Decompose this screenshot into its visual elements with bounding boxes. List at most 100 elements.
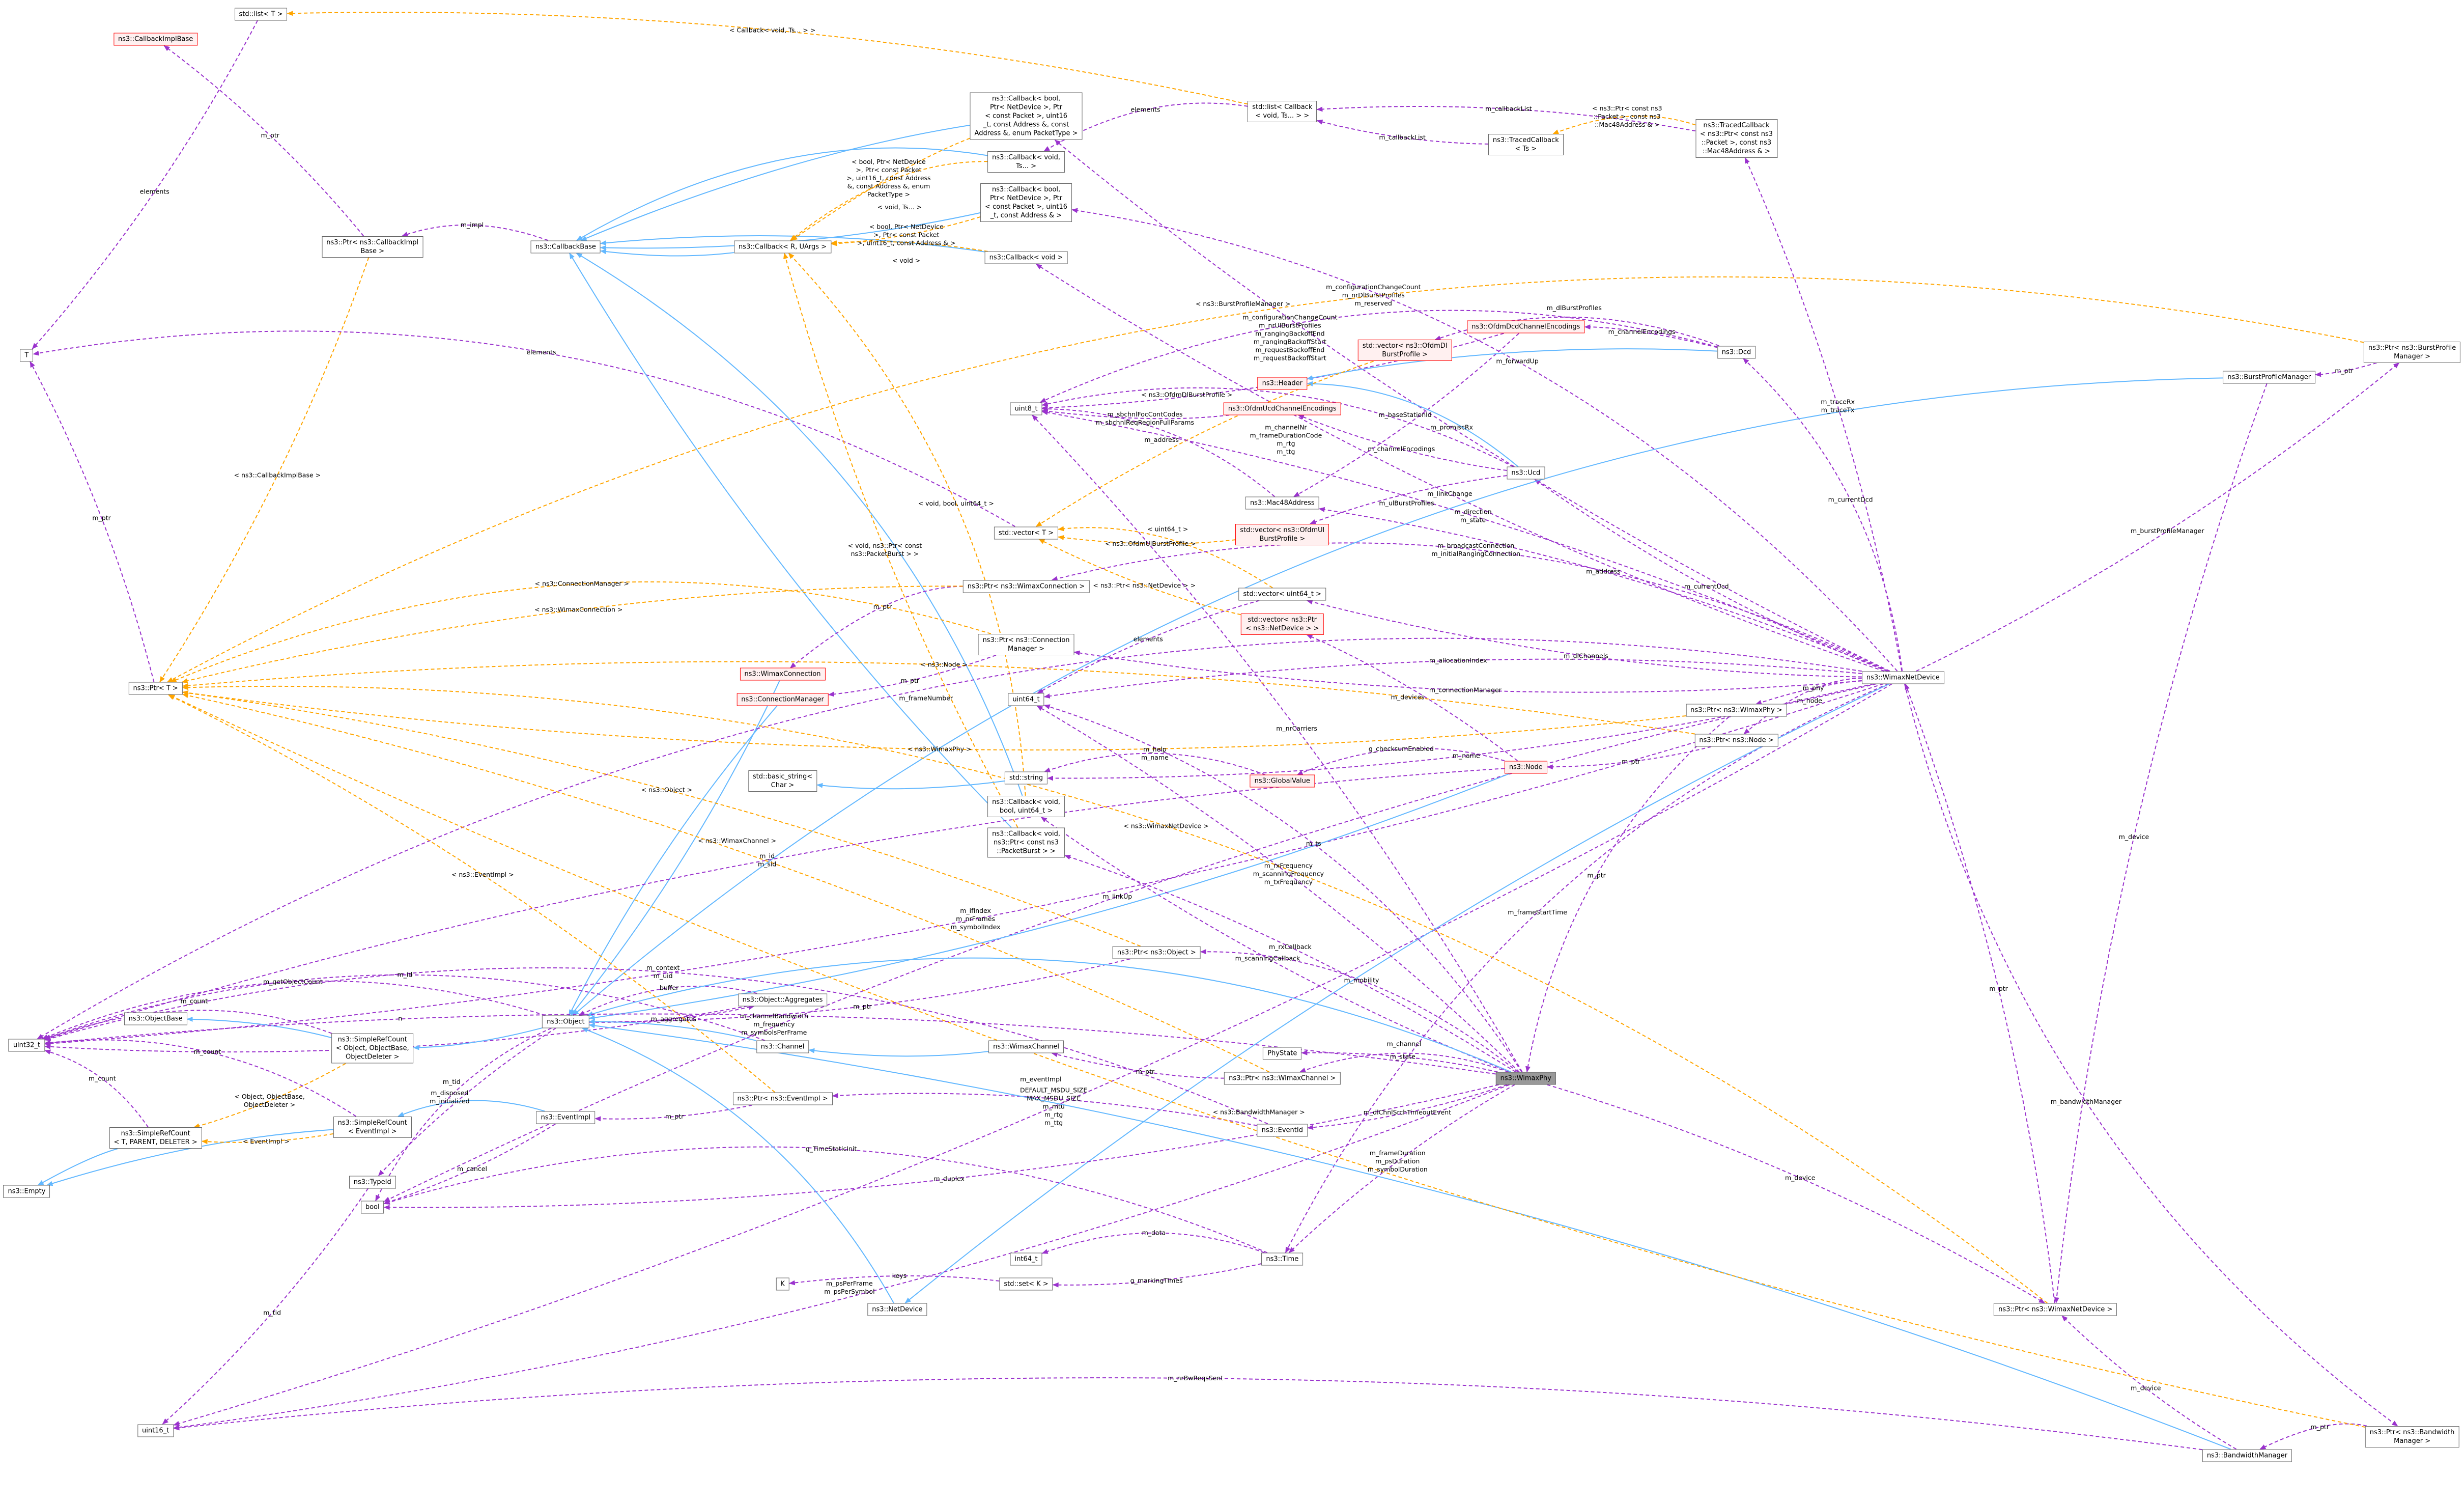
class-node-ptr-bwm[interactable]: ns3::Ptr< ns3::Bandwidth Manager >	[2365, 1426, 2459, 1447]
class-node-vec-ul[interactable]: std::vector< ns3::OfdmUl BurstProfile >	[1235, 523, 1329, 545]
edge-member-wnd-to-uint64	[1043, 658, 1862, 699]
class-node-set-K[interactable]: std::set< K >	[999, 1277, 1053, 1291]
edge-member-wphy-to-uint64	[1043, 704, 1522, 1072]
class-node-cb-void[interactable]: ns3::Callback< void >	[984, 251, 1068, 264]
edge-member-ucd_enc-to-uint8	[1041, 408, 1230, 420]
class-node-wphy[interactable]: ns3::WimaxPhy	[1495, 1072, 1556, 1085]
edge-member-ptr_cbimpl-to-cb_impl_base	[163, 45, 364, 237]
class-node-src-obj[interactable]: ns3::SimpleRefCount < Object, ObjectBase…	[331, 1033, 414, 1064]
class-node-ptr-wch[interactable]: ns3::Ptr< ns3::WimaxChannel >	[1224, 1072, 1341, 1085]
edge-member-wphy-to-phystate	[1301, 1050, 1498, 1073]
class-node-src-ev[interactable]: ns3::SimpleRefCount < EventImpl >	[333, 1116, 412, 1138]
class-node-vec-dl[interactable]: std::vector< ns3::OfdmDl BurstProfile >	[1357, 340, 1452, 361]
edge-template-src_obj-to-src_tpd	[193, 1063, 346, 1129]
class-node-netdev[interactable]: ns3::NetDevice	[867, 1303, 927, 1316]
edge-member-evimpl-to-bool	[383, 1123, 556, 1205]
class-node-header[interactable]: ns3::Header	[1257, 377, 1307, 390]
class-node-wconn[interactable]: ns3::WimaxConnection	[740, 667, 826, 681]
class-node-cb-R[interactable]: ns3::Callback< R, UArgs >	[733, 240, 832, 254]
class-node-mac48[interactable]: ns3::Mac48Address	[1245, 496, 1319, 510]
edge-template-cb_promisc-to-cb_R	[791, 137, 970, 241]
class-node-dcd-enc[interactable]: ns3::OfdmDcdChannelEncodings	[1467, 320, 1585, 333]
edge-member-object-to-bool	[375, 1027, 552, 1202]
class-node-objbase[interactable]: ns3::ObjectBase	[124, 1012, 187, 1025]
class-node-node[interactable]: ns3::Node	[1504, 761, 1547, 774]
class-node-cb-scan[interactable]: ns3::Callback< void, bool, uint64_t >	[987, 795, 1065, 817]
class-node-ucd-enc[interactable]: ns3::OfdmUcdChannelEncodings	[1223, 402, 1341, 415]
class-node-uint16[interactable]: uint16_t	[137, 1424, 174, 1437]
class-node-dcd[interactable]: ns3::Dcd	[1717, 346, 1756, 359]
edge-template-ptr_cbimpl-to-ptr_T	[159, 257, 370, 683]
edge-member-list_cb-to-cb_voidTs	[1043, 102, 1248, 152]
class-node-vec-u64[interactable]: std::vector< uint64_t >	[1238, 588, 1326, 601]
class-node-traced-Ts[interactable]: ns3::TracedCallback < Ts >	[1488, 134, 1564, 156]
class-node-ptr-cm[interactable]: ns3::Ptr< ns3::Connection Manager >	[978, 633, 1074, 655]
edge-member-dcd-to-uint8	[1039, 310, 1718, 403]
edge-inherit-wchannel-to-channel	[808, 1048, 989, 1057]
class-node-bool[interactable]: bool	[360, 1201, 384, 1214]
edge-member-ptr_bwm-to-bwm	[2259, 1423, 2367, 1450]
edge-member-evid-to-uint32	[44, 967, 1268, 1125]
class-node-ptr-wconn[interactable]: ns3::Ptr< ns3::WimaxConnection >	[962, 580, 1090, 593]
class-node-uint32[interactable]: uint32_t	[8, 1039, 45, 1052]
edge-inherit-wnd-to-netdev	[904, 683, 1890, 1304]
class-node-empty[interactable]: ns3::Empty	[3, 1185, 50, 1198]
edge-member-wnd-to-dcd	[1743, 358, 1903, 672]
class-node-K[interactable]: K	[776, 1277, 789, 1291]
edge-member-set_K-to-K	[788, 1275, 1000, 1286]
class-node-cb-impl-base[interactable]: ns3::CallbackImplBase	[114, 33, 198, 46]
class-node-cb-voidTs[interactable]: ns3::Callback< void, Ts... >	[987, 151, 1065, 173]
edge-member-dcd-to-dcd_enc	[1584, 324, 1718, 348]
class-node-uint64[interactable]: uint64_t	[1008, 693, 1044, 706]
class-node-cb-fwd[interactable]: ns3::Callback< bool, Ptr< NetDevice >, P…	[980, 183, 1072, 222]
class-node-bpm[interactable]: ns3::BurstProfileManager	[2223, 371, 2316, 384]
class-node-wnd[interactable]: ns3::WimaxNetDevice	[1861, 671, 1944, 684]
class-node-list-cb[interactable]: std::list< Callback < void, Ts... > >	[1248, 101, 1317, 123]
class-node-list-T[interactable]: std::list< T >	[234, 8, 288, 21]
edge-inherit-evimpl-to-src_ev	[398, 1100, 545, 1117]
class-node-bwm[interactable]: ns3::BandwidthManager	[2202, 1449, 2292, 1462]
class-node-channel[interactable]: ns3::Channel	[756, 1040, 809, 1053]
class-node-cbbase[interactable]: ns3::CallbackBase	[531, 240, 601, 254]
class-node-aggr[interactable]: ns3::Object::Aggregates	[738, 993, 828, 1007]
edge-member-list_T-to-T	[32, 20, 258, 349]
class-node-object[interactable]: ns3::Object	[542, 1015, 589, 1028]
class-node-ptr-T[interactable]: ns3::Ptr< T >	[128, 682, 183, 695]
class-node-bstring[interactable]: std::basic_string< Char >	[748, 770, 817, 792]
class-node-ucd[interactable]: ns3::Ucd	[1507, 466, 1545, 480]
class-node-ptr-cbimpl[interactable]: ns3::Ptr< ns3::CallbackImpl Base >	[322, 236, 423, 258]
class-node-ptr-wnd[interactable]: ns3::Ptr< ns3::WimaxNetDevice >	[1994, 1303, 2117, 1316]
class-node-wchannel[interactable]: ns3::WimaxChannel	[988, 1040, 1064, 1053]
class-node-evid[interactable]: ns3::EventId	[1257, 1124, 1308, 1137]
class-node-src-tpd[interactable]: ns3::SimpleRefCount < T, PARENT, DELETER…	[109, 1127, 202, 1149]
class-node-gv[interactable]: ns3::GlobalValue	[1250, 774, 1315, 788]
class-node-uint8[interactable]: uint8_t	[1010, 402, 1042, 415]
class-node-string[interactable]: std::string	[1004, 771, 1048, 785]
edge-template-cb_voidTs-to-cb_R	[790, 161, 988, 241]
edge-template-ptr_cm-to-ptr_T	[170, 581, 992, 683]
class-node-ptr-obj[interactable]: ns3::Ptr< ns3::Object >	[1112, 946, 1201, 959]
class-node-cb-rx[interactable]: ns3::Callback< void, ns3::Ptr< const ns3…	[987, 827, 1065, 858]
edge-member-gv-to-string	[1044, 753, 1266, 775]
edge-member-wnd-to-ptr_node	[1743, 677, 1862, 735]
class-node-ptr-node[interactable]: ns3::Ptr< ns3::Node >	[1694, 734, 1778, 747]
class-node-vec-T[interactable]: std::vector< T >	[994, 526, 1059, 540]
edge-member-node-to-gv	[1296, 748, 1505, 775]
class-node-cm[interactable]: ns3::ConnectionManager	[737, 693, 829, 706]
class-node-cb-promisc[interactable]: ns3::Callback< bool, Ptr< NetDevice >, P…	[970, 92, 1083, 140]
edge-template-cb_rx-to-cb_R	[783, 253, 1018, 828]
class-node-phystate[interactable]: PhyState	[1263, 1047, 1302, 1060]
edge-member-wnd-to-cb_void	[1035, 263, 1885, 672]
class-node-ptr-ev[interactable]: ns3::Ptr< ns3::EventImpl >	[732, 1092, 833, 1105]
class-node-typeid[interactable]: ns3::TypeId	[349, 1176, 396, 1189]
class-node-evimpl[interactable]: ns3::EventImpl	[536, 1111, 596, 1124]
edge-template-ptr_phy-to-ptr_T	[182, 690, 1686, 750]
class-node-T[interactable]: T	[20, 349, 34, 362]
class-node-ptr-bpm[interactable]: ns3::Ptr< ns3::BurstProfile Manager >	[2364, 341, 2461, 363]
edge-inherit-channel-to-object	[588, 1019, 757, 1041]
class-node-traced-pkt[interactable]: ns3::TracedCallback < ns3::Ptr< const ns…	[1695, 119, 1778, 158]
class-node-time[interactable]: ns3::Time	[1261, 1252, 1304, 1266]
class-node-int64[interactable]: int64_t	[1010, 1252, 1042, 1266]
class-node-vec-nd[interactable]: std::vector< ns3::Ptr < ns3::NetDevice >…	[1241, 613, 1324, 635]
class-node-ptr-phy[interactable]: ns3::Ptr< ns3::WimaxPhy >	[1686, 704, 1787, 717]
